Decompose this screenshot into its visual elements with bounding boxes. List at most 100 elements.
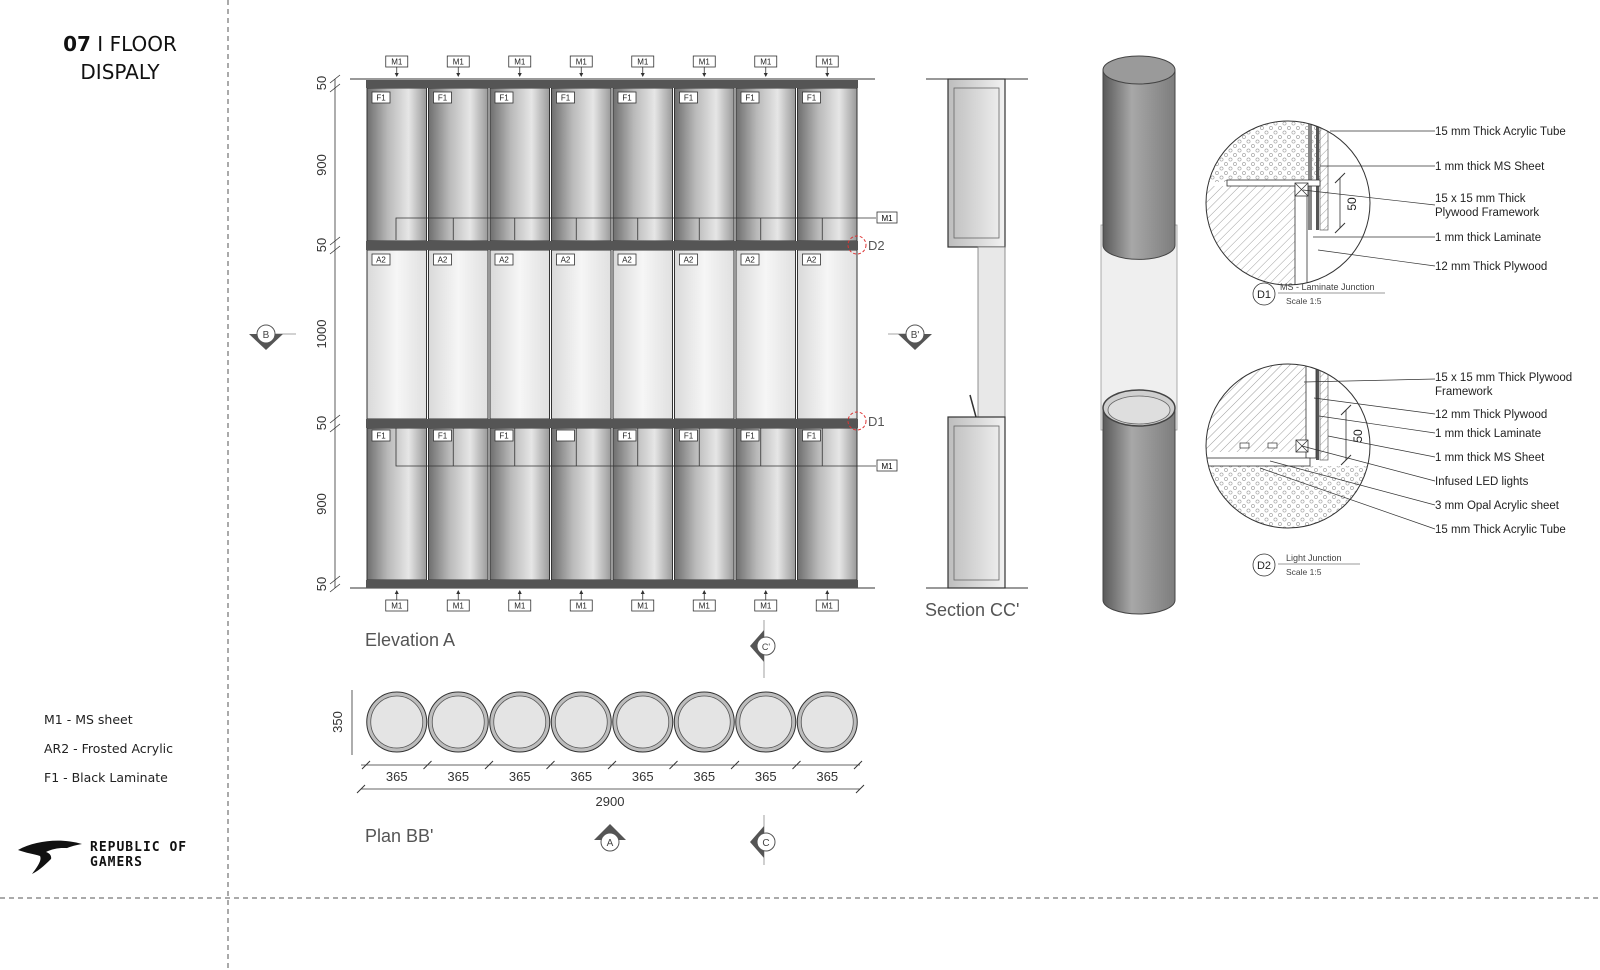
section-title: Section CC' <box>925 600 1019 620</box>
d1-scale: Scale 1:5 <box>1286 296 1322 306</box>
section-marker-b-prime[interactable]: B' <box>888 324 932 350</box>
legend-item-ar2: AR2 - Frosted Acrylic <box>44 741 174 756</box>
elevation-column <box>612 87 673 581</box>
material-legend: M1 - MS sheet AR2 - Frosted Acrylic F1 -… <box>44 712 173 799</box>
detail-d2: 50 15 x 15 mm Thick Plywood Framework 12… <box>1205 363 1572 577</box>
elevation-column <box>797 87 858 581</box>
top-tag-m1: M1 <box>446 55 470 77</box>
svg-text:F1: F1 <box>622 432 632 441</box>
d2-label-led: Infused LED lights <box>1435 476 1529 488</box>
panel-tag-a2: A2 <box>556 253 575 266</box>
plan-depth-dim: 350 <box>330 711 345 733</box>
elevation-column <box>428 87 489 581</box>
svg-text:F1: F1 <box>438 94 448 103</box>
elevation-column <box>366 87 427 581</box>
callout-tag-m1-lower: M1 <box>876 459 898 472</box>
d2-scale: Scale 1:5 <box>1286 567 1322 577</box>
section-marker-c[interactable]: C <box>750 815 776 865</box>
plan-bay-width: 365 <box>509 769 531 784</box>
brand-line2: GAMERS <box>90 855 143 870</box>
panel-tag-a2: A2 <box>740 253 760 266</box>
svg-text:F1: F1 <box>376 94 386 103</box>
bottom-tag-m1: M1 <box>569 590 593 612</box>
plan-tube <box>427 691 489 753</box>
plan-bay-width: 365 <box>693 769 715 784</box>
d1-label-framework-1: 15 x 15 mm Thick <box>1435 193 1526 205</box>
vertical-dim-label: 50 <box>314 577 329 591</box>
svg-text:M1: M1 <box>637 602 649 611</box>
vertical-dim-label: 900 <box>314 154 329 176</box>
svg-text:M1: M1 <box>514 602 526 611</box>
plan-bay-width: 365 <box>570 769 592 784</box>
panel-tag-f1-lower: F1 <box>679 429 698 442</box>
svg-text:A: A <box>607 838 614 849</box>
panel-tag-f1-lower: F1 <box>494 429 514 442</box>
bottom-tag-m1: M1 <box>446 590 470 612</box>
d2-dim: 50 <box>1351 429 1365 443</box>
panel-tag-f1-lower: F1 <box>740 429 760 442</box>
plan-tube <box>550 691 612 753</box>
panel-tag-f1-lower: F1 <box>433 429 452 442</box>
detail-d1: 50 15 mm Thick Acrylic Tube 1 mm thick M… <box>1205 120 1566 306</box>
svg-text:M1: M1 <box>576 602 588 611</box>
svg-text:F1: F1 <box>807 94 817 103</box>
panel-tag-f1-lower: F1 <box>617 429 637 442</box>
top-tag-m1: M1 <box>569 55 593 77</box>
svg-text:F1: F1 <box>561 94 571 103</box>
top-tag-m1: M1 <box>754 55 778 77</box>
detail-marker-d2[interactable] <box>847 235 867 255</box>
plan-tube <box>673 691 735 753</box>
panel-tag-a2: A2 <box>494 253 514 266</box>
plan-bay-width: 365 <box>632 769 654 784</box>
d1-label-laminate: 1 mm thick Laminate <box>1435 232 1541 244</box>
d1-dim: 50 <box>1345 197 1359 211</box>
plan-bay-width: 365 <box>447 769 469 784</box>
panel-tag-f1-upper: F1 <box>371 91 391 104</box>
section-marker-c-prime[interactable]: C' <box>750 620 776 678</box>
svg-text:F1: F1 <box>807 432 817 441</box>
d2-label-plywood: 12 mm Thick Plywood <box>1435 409 1547 421</box>
bottom-tag-m1: M1 <box>631 590 655 612</box>
top-tag-m1: M1 <box>692 55 716 77</box>
detail-label-d2: D2 <box>868 238 885 253</box>
top-tag-m1: M1 <box>815 55 839 77</box>
vertical-dim-label: 900 <box>314 493 329 515</box>
d1-title: MS - Laminate Junction <box>1280 282 1375 292</box>
section-marker-a[interactable]: A <box>594 824 626 852</box>
svg-text:C': C' <box>762 642 770 652</box>
svg-text:F1: F1 <box>684 432 694 441</box>
elevation-title: Elevation A <box>365 630 455 650</box>
elevation-column <box>489 87 550 581</box>
svg-text:F1: F1 <box>499 94 509 103</box>
svg-text:M1: M1 <box>822 58 834 67</box>
svg-text:B': B' <box>911 330 920 341</box>
panel-tag-f1-upper: F1 <box>740 91 760 104</box>
svg-text:M1: M1 <box>822 602 834 611</box>
svg-text:M1: M1 <box>453 602 465 611</box>
plan-title: Plan BB' <box>365 826 433 846</box>
d1-label-plywood: 12 mm Thick Plywood <box>1435 261 1547 273</box>
section-marker-b[interactable]: B <box>249 324 296 350</box>
svg-text:F1: F1 <box>376 432 386 441</box>
detail-marker-d1[interactable] <box>847 411 867 431</box>
top-tag-m1: M1 <box>631 55 655 77</box>
rog-logo-icon <box>18 840 82 874</box>
panel-tag-a2: A2 <box>617 253 637 266</box>
vertical-dim-label: 50 <box>314 76 329 90</box>
panel-tag-f1-upper: F1 <box>556 91 575 104</box>
sheet-separator: I <box>97 32 104 56</box>
svg-text:A2: A2 <box>684 256 694 265</box>
bottom-tag-m1: M1 <box>815 590 839 612</box>
elevation-column <box>735 87 796 581</box>
svg-text:B: B <box>263 330 270 341</box>
svg-text:M1: M1 <box>881 214 893 223</box>
sheet-number: 07 <box>63 32 91 56</box>
panel-tag-f1-lower <box>556 429 575 442</box>
section-cc: Section CC' C' <box>750 78 1028 678</box>
d1-label-framework-2: Plywood Framework <box>1435 207 1539 219</box>
sheet-title-line2: DISPALY <box>80 60 160 84</box>
svg-text:M1: M1 <box>514 58 526 67</box>
svg-text:A2: A2 <box>807 256 817 265</box>
svg-text:M1: M1 <box>391 58 403 67</box>
